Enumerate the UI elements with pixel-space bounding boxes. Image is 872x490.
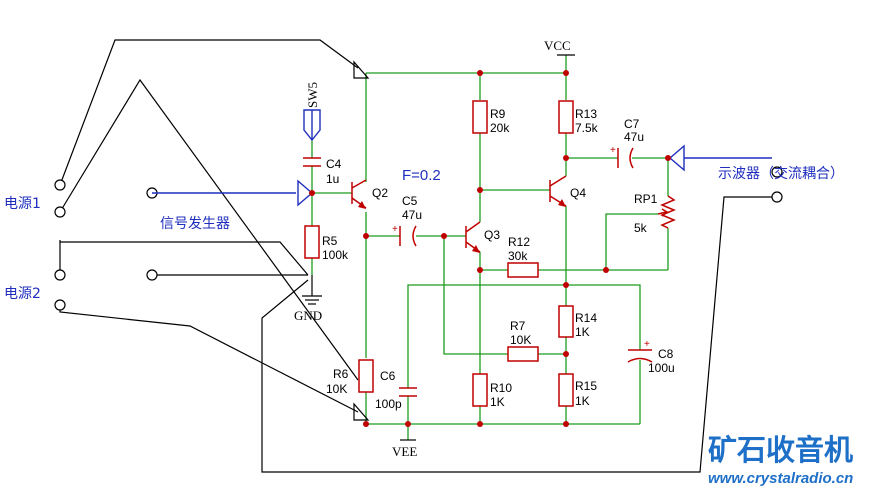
- r14-resistor: [558, 305, 574, 338]
- r6-value: 10K: [326, 382, 347, 396]
- power1-label: 电源1: [4, 196, 41, 212]
- rp1-potentiometer: [657, 195, 676, 229]
- r12-resistor: [507, 262, 539, 278]
- scope-terminal-2[interactable]: [771, 191, 783, 203]
- power1-terminal-minus[interactable]: [54, 206, 66, 218]
- r6-resistor: [358, 359, 374, 393]
- gnd-label: GND: [294, 308, 322, 323]
- gnd-symbol: [302, 275, 322, 305]
- power1-terminal-plus[interactable]: [54, 179, 66, 191]
- vee-port-triangle: [353, 402, 370, 421]
- power2-terminal-minus[interactable]: [54, 299, 66, 311]
- r12-ref: R12: [508, 235, 530, 249]
- r5-ref: R5: [322, 234, 338, 248]
- r13-resistor: [558, 100, 574, 134]
- c8-value: 100u: [648, 361, 675, 375]
- r10-resistor: [472, 373, 488, 407]
- c5-ref: C5: [402, 194, 418, 208]
- signal-lines: [152, 109, 772, 207]
- c8-ref: C8: [658, 347, 674, 361]
- r13-value: 7.5k: [575, 121, 599, 135]
- c4-ref: C4: [326, 157, 342, 171]
- c7-ref: C7: [624, 117, 640, 131]
- r9-value: 20k: [490, 121, 510, 135]
- r9-resistor: [472, 100, 488, 134]
- c7-value: 47u: [624, 130, 644, 144]
- c5-capacitor: +: [392, 224, 417, 247]
- svg-text:+: +: [644, 339, 650, 350]
- external-wiring: [59, 39, 773, 473]
- r10-ref: R10: [490, 381, 512, 395]
- scope-terminal-1[interactable]: [771, 166, 783, 178]
- sw5-label: SW5: [305, 82, 320, 108]
- sw5-port: [303, 109, 321, 142]
- circuit-wires: [311, 55, 669, 440]
- watermark-logo-text: 矿石收音机: [708, 433, 853, 467]
- scope-port: [668, 144, 685, 172]
- r7-value: 10K: [510, 333, 531, 347]
- r9-ref: R9: [490, 107, 506, 121]
- c8-capacitor: +: [627, 339, 653, 363]
- svg-text:+: +: [610, 145, 616, 156]
- vcc-port-triangle: [353, 60, 370, 79]
- r14-ref: R14: [575, 311, 597, 325]
- c4-capacitor: [303, 157, 321, 167]
- signal-gen-terminal-2[interactable]: [146, 269, 158, 281]
- signal-gen-label: 信号发生器: [160, 216, 230, 232]
- q2-transistor: [351, 179, 367, 209]
- frequency-label: F=0.2: [402, 167, 441, 184]
- c7-capacitor: +: [610, 145, 634, 169]
- c6-capacitor: [399, 387, 417, 397]
- r7-resistor: [507, 346, 539, 362]
- signal-input-port: [297, 179, 314, 207]
- svg-text:+: +: [392, 224, 398, 235]
- r7-ref: R7: [510, 319, 526, 333]
- power2-label: 电源2: [4, 286, 41, 302]
- r5-value: 100k: [322, 248, 349, 262]
- q3-ref: Q3: [484, 228, 500, 242]
- q4-transistor: [549, 175, 567, 207]
- r5-resistor: [304, 225, 320, 259]
- watermark-url: www.crystalradio.cn: [708, 470, 853, 487]
- r6-ref: R6: [333, 367, 349, 381]
- q2-ref: Q2: [372, 186, 388, 200]
- q3-transistor: [465, 221, 481, 253]
- power2-terminal-plus[interactable]: [54, 269, 66, 281]
- r13-ref: R13: [575, 107, 597, 121]
- r14-value: 1K: [575, 325, 590, 339]
- c5-value: 47u: [402, 208, 422, 222]
- c4-value: 1u: [326, 172, 339, 186]
- vee-label: VEE: [392, 444, 417, 459]
- vcc-label: VCC: [544, 38, 571, 53]
- r12-value: 30k: [508, 249, 528, 263]
- oscilloscope-label: 示波器（交流耦合）: [718, 165, 844, 182]
- r15-value: 1K: [575, 394, 590, 408]
- q4-ref: Q4: [570, 186, 586, 200]
- rp1-ref: RP1: [634, 192, 658, 206]
- rp1-value: 5k: [634, 221, 648, 235]
- r15-resistor: [558, 373, 574, 407]
- c6-value: 100p: [375, 397, 402, 411]
- junction-dots: [309, 70, 671, 427]
- r15-ref: R15: [575, 379, 597, 393]
- r10-value: 1K: [490, 395, 505, 409]
- c6-ref: C6: [380, 369, 396, 383]
